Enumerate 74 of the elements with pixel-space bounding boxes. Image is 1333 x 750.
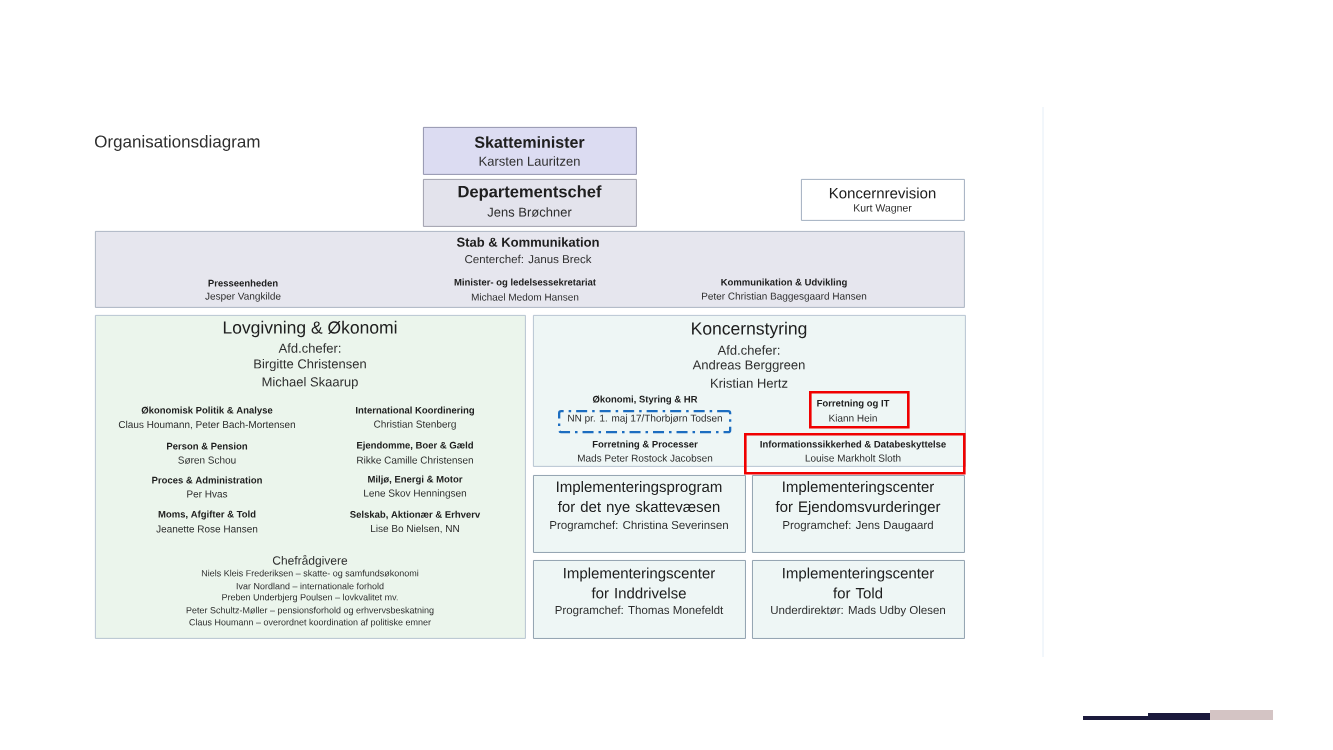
manager-name: Centerchef: Janus Breck [465, 254, 592, 264]
unit-name: Kommunikation & Udvikling [721, 278, 847, 288]
page-title: Organisationsdiagram [95, 135, 260, 151]
manager-name: Søren Schou [178, 456, 236, 464]
manager-name: Michael Skaarup [262, 376, 358, 390]
unit-title: Stab & Kommunikation [456, 237, 599, 247]
unit-title: Implementeringscenter for Told [783, 567, 934, 599]
unit-name: Moms, Afgifter & Told [158, 510, 256, 520]
org-box [95, 315, 526, 639]
manager-name: Louise Markholt Sloth [805, 454, 901, 462]
manager-name: Rikke Camille Christensen [357, 456, 473, 464]
unit-name: Forretning & Processer [592, 440, 698, 450]
manager-name: Programchef: Jens Daugaard [783, 520, 933, 532]
unit-name: Person & Pension [167, 442, 248, 450]
org-box [752, 560, 965, 639]
manager-name: Kristian Hertz [711, 378, 788, 388]
role-label: Afd.chefer: [717, 345, 780, 355]
unit-title: Implementeringsprogram for det nye skattevæsen [557, 481, 722, 515]
manager-name: Jesper Vangkilde [205, 292, 281, 302]
unit-title: Departementschef [458, 185, 602, 201]
org-box [95, 231, 965, 308]
manager-name: Karsten Lauritzen [479, 156, 580, 166]
manager-name: Andreas Berggreen [692, 359, 805, 373]
unit-name: Proces & Administration [152, 476, 262, 484]
advisor-line: Niels Kleis Frederiksen – skatte- og samfundsøkonomi [201, 569, 419, 579]
manager-name: Christian Stenberg [374, 420, 456, 430]
advisor-line: Ivar Nordland – internationale forhold [236, 582, 384, 590]
unit-name: Informationssikkerhed & Databeskyttelse [760, 440, 946, 450]
manager-name: Jeanette Rose Hansen [156, 525, 258, 533]
unit-title: Koncernstyring [692, 321, 807, 339]
manager-name: Underdirektør: Mads Udby Olesen [771, 605, 945, 617]
org-box [533, 315, 966, 467]
manager-name: Mads Peter Rostock Jacobsen [578, 454, 713, 462]
manager-name: Claus Houmann, Peter Bach-Mortensen [118, 420, 295, 430]
org-box [423, 179, 637, 227]
unit-name: Økonomi, Styring & HR [592, 395, 698, 405]
advisor-line: Claus Houmann – overordnet koordination af politiske emner [189, 618, 431, 628]
unit-title: Implementeringscenter for Ejendomsvurderinger [775, 481, 941, 515]
unit-title: Implementeringscenter for Inddrivelse [564, 567, 715, 599]
manager-name: Lise Bo Nielsen, NN [371, 524, 459, 534]
manager-name: Lene Skov Henningsen [364, 489, 467, 499]
unit-name: Ejendomme, Boer & Gæld [357, 441, 473, 451]
highlight-box [744, 433, 966, 475]
manager-name: Peter Christian Baggesgaard Hansen [702, 292, 867, 302]
unit-name: Presseenheden [208, 279, 278, 287]
manager-name: Jens Brøchner [487, 207, 572, 217]
unit-title: Skatteminister [474, 136, 585, 148]
unit-title: Lovgivning & Økonomi [223, 320, 397, 338]
section-heading: Chefrådgivere [272, 554, 348, 568]
unit-name: Miljø, Energi & Motor [368, 475, 463, 485]
advisor-line: Peter Schultz-Møller – pensionsforhold og erhvervsbeskatning [186, 606, 434, 616]
org-box [533, 560, 746, 639]
manager-name: Birgitte Christensen [254, 358, 366, 372]
manager-name: Kiann Hein [829, 414, 877, 422]
unit-name: Selskab, Aktionær & Erhverv [350, 510, 481, 520]
unit-title: Koncernrevision [829, 187, 936, 199]
role-label: Afd.chefer: [278, 343, 341, 353]
org-box [533, 475, 746, 553]
org-box [423, 127, 637, 175]
dashed-box [558, 395, 732, 434]
unit-name: Minister- og ledelsessekretariat [454, 278, 596, 288]
unit-name: Forretning og IT [817, 399, 890, 409]
highlight-box [809, 391, 910, 429]
org-box [801, 179, 965, 221]
manager-name: Programchef: Thomas Monefeldt [555, 605, 724, 617]
org-box [752, 475, 965, 553]
manager-name: Michael Medom Hansen [471, 293, 579, 301]
unit-name: Økonomisk Politik & Analyse [141, 406, 273, 416]
manager-name: Kurt Wagner [854, 204, 912, 214]
manager-name: Programchef: Christina Severinsen [550, 520, 728, 532]
advisor-line: Preben Underbjerg Poulsen – lovkvalitet mv. [222, 593, 398, 603]
manager-name: NN pr. 1. maj 17/Thorbjørn Todsen [568, 414, 722, 424]
unit-name: International Koordinering [356, 406, 474, 416]
manager-name: Per Hvas [187, 490, 228, 498]
